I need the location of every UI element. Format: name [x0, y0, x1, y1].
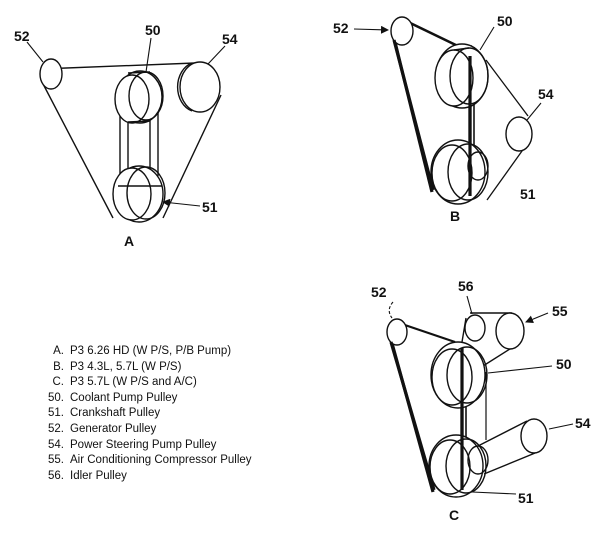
diagram-c-callout-52: 52: [371, 284, 387, 300]
diagram-c-callout-51: 51: [518, 490, 534, 506]
legend-text: P3 6.26 HD (W P/S, P/B Pump): [70, 345, 232, 357]
legend-key: 55.: [48, 454, 64, 467]
diagram-c-leader-50: [487, 365, 553, 374]
diagram-c-callout-56: 56: [458, 278, 474, 294]
legend-key: 52.: [48, 422, 64, 435]
legend-item: A. P3 6.26 HD (W P/S, P/B Pump): [42, 344, 252, 360]
legend-item: 55. Air Conditioning Compressor Pulley: [42, 453, 252, 469]
diagram-c-leader-54: [548, 423, 574, 430]
diagram-a-leader-54: [207, 45, 226, 65]
diagram-c-label: C: [449, 507, 459, 523]
legend-key: 50.: [48, 391, 64, 404]
legend-text: P3 4.3L, 5.7L (W P/S): [70, 360, 182, 373]
legend-text: Generator Pulley: [70, 422, 157, 435]
legend-key: A.: [53, 345, 64, 357]
diagram-a-leader-50: [145, 37, 152, 73]
legend-item: C. P3 5.7L (W P/S and A/C): [42, 375, 252, 391]
legend-item: B. P3 4.3L, 5.7L (W P/S): [42, 360, 252, 376]
legend-text: Idler Pulley: [70, 469, 127, 482]
diagram-a-label: A: [124, 233, 134, 249]
legend-text: P3 5.7L (W P/S and A/C): [70, 376, 197, 389]
diagram-b-coolant-pump-pulley: [434, 43, 489, 109]
diagram-a-callout-50: 50: [145, 22, 161, 38]
diagram-a-callout-52: 52: [14, 28, 30, 44]
legend-text: Coolant Pump Pulley: [70, 391, 178, 404]
diagram-c-crankshaft-pulley: [428, 434, 489, 498]
diagram-a-callout-51: 51: [202, 199, 218, 215]
diagram-a-generator-pulley: [39, 58, 63, 90]
legend-key: 54.: [48, 438, 64, 451]
diagram-a-callout-54: 54: [222, 31, 238, 47]
diagram-c-idler-pulley: [464, 314, 486, 342]
diagram-b: [353, 16, 542, 205]
diagram-a-power-steering-pulley: [176, 61, 221, 113]
diagram-c-leader-51: [471, 491, 517, 495]
diagram-b-crankshaft-pulley: [430, 139, 489, 205]
diagram-b-label: B: [450, 208, 460, 224]
diagram-c-power-steering-pulley: [477, 418, 548, 475]
legend-item: 50. Coolant Pump Pulley: [42, 391, 252, 407]
legend-key: B.: [53, 360, 64, 373]
diagram-c-coolant-pump-pulley: [430, 341, 488, 409]
diagram-b-leader-50: [479, 26, 495, 51]
legend-item: 51. Crankshaft Pulley: [42, 406, 252, 422]
legend-item: 56. Idler Pulley: [42, 469, 252, 485]
legend-text: Power Steering Pump Pulley: [70, 438, 217, 451]
diagram-b-generator-pulley: [390, 16, 414, 46]
legend: A. P3 6.26 HD (W P/S, P/B Pump) B. P3 4.3L…: [42, 344, 252, 484]
diagram-c: [386, 295, 574, 498]
diagram-b-power-steering-pulley: [505, 116, 533, 152]
legend-item: 52. Generator Pulley: [42, 422, 252, 438]
legend-key: C.: [52, 376, 65, 389]
diagram-b-leader-54: [526, 102, 542, 121]
diagram-a-leader-51: [162, 198, 201, 207]
diagram-c-callout-55: 55: [552, 303, 568, 319]
diagram-c-ac-compressor-pulley: [495, 312, 525, 350]
diagram-c-leader-52: [388, 301, 394, 319]
diagram-b-callout-54: 54: [538, 86, 554, 102]
diagram-b-callout-51: 51: [520, 186, 536, 202]
legend-text: Crankshaft Pulley: [70, 407, 161, 420]
diagram-a: [26, 37, 226, 223]
diagram-a-leader-52: [26, 41, 44, 63]
diagram-c-callout-54: 54: [575, 415, 591, 431]
legend-key: 51.: [48, 407, 64, 420]
diagram-c-leader-56: [466, 295, 473, 315]
legend-key: 56.: [48, 469, 64, 482]
legend-text: Air Conditioning Compressor Pulley: [70, 454, 252, 467]
diagram-c-leader-55: [525, 312, 549, 324]
diagram-a-coolant-pump-pulley: [114, 70, 164, 124]
diagram-a-crankshaft-pulley: [112, 165, 166, 223]
diagram-b-callout-52: 52: [333, 20, 349, 36]
diagram-c-callout-50: 50: [556, 356, 572, 372]
diagram-c-generator-pulley: [386, 318, 408, 346]
diagram-b-leader-52: [353, 25, 389, 34]
legend-item: 54. Power Steering Pump Pulley: [42, 438, 252, 454]
diagram-b-callout-50: 50: [497, 13, 513, 29]
